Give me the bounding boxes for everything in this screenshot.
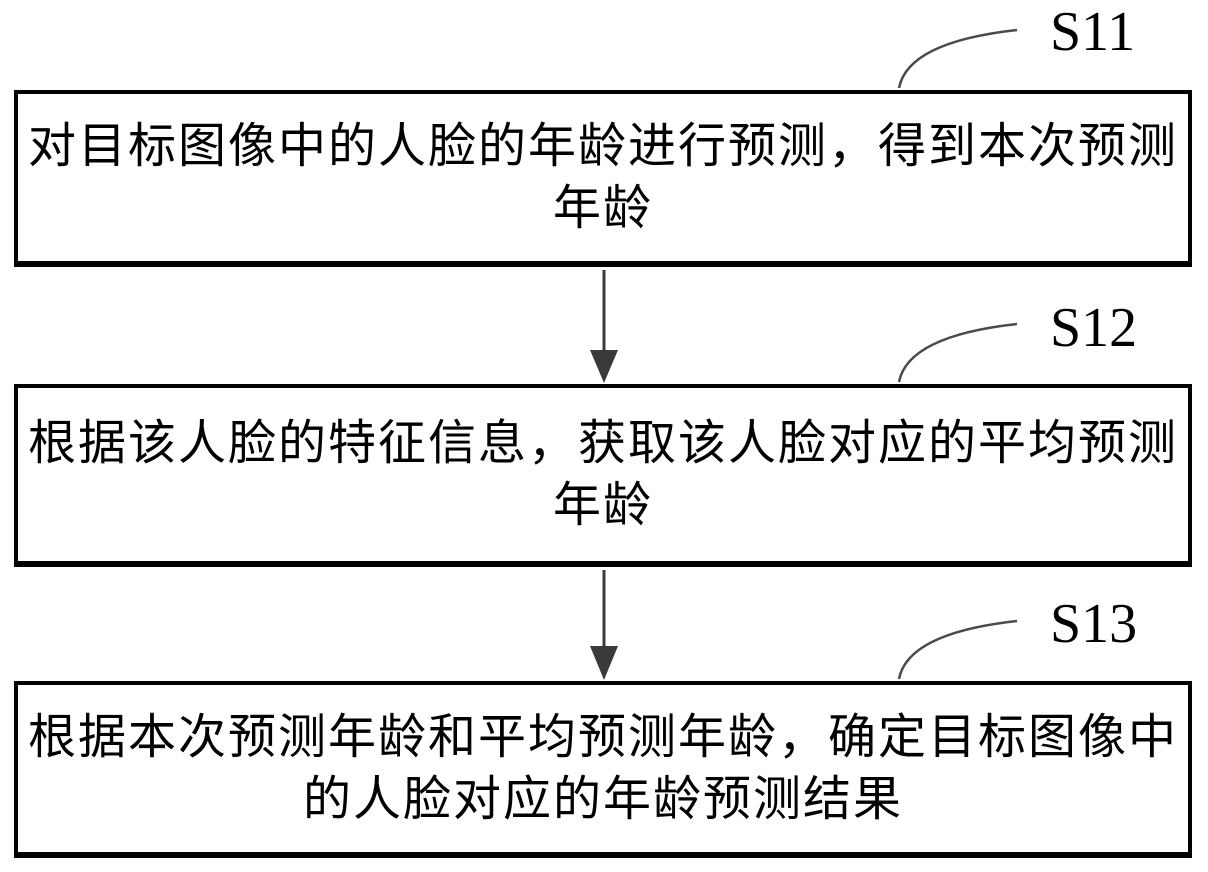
step-s12-text-line-1: 根据该人脸的特征信息，获取该人脸对应的平均预测 — [27, 416, 1178, 470]
step-s11-text-line-1: 对目标图像中的人脸的年龄进行预测，得到本次预测 — [27, 119, 1178, 173]
step-s13-text-line-1: 根据本次预测年龄和平均预测年龄，确定目标图像中 — [27, 710, 1178, 764]
step-box-s12: 根据该人脸的特征信息，获取该人脸对应的平均预测 年龄 — [14, 384, 1192, 567]
step-s13-text-line-2: 的人脸对应的年龄预测结果 — [302, 772, 903, 826]
step-box-s11: 对目标图像中的人脸的年龄进行预测，得到本次预测 年龄 — [14, 90, 1192, 267]
leader-line-s13 — [897, 619, 1018, 680]
step-s11-text-line-2: 年龄 — [552, 181, 653, 235]
step-s12-text-line-2: 年龄 — [552, 478, 653, 532]
step-box-s13: 根据本次预测年龄和平均预测年龄，确定目标图像中 的人脸对应的年龄预测结果 — [14, 681, 1192, 858]
leader-line-s12 — [897, 322, 1018, 383]
arrow-step2-to-step3 — [590, 570, 618, 680]
step-label-s11: S11 — [1050, 1, 1136, 63]
arrow-step1-to-step2 — [590, 270, 618, 383]
step-label-s13: S13 — [1050, 593, 1138, 655]
leader-line-s11 — [897, 28, 1018, 89]
step-label-s12: S12 — [1050, 297, 1138, 359]
